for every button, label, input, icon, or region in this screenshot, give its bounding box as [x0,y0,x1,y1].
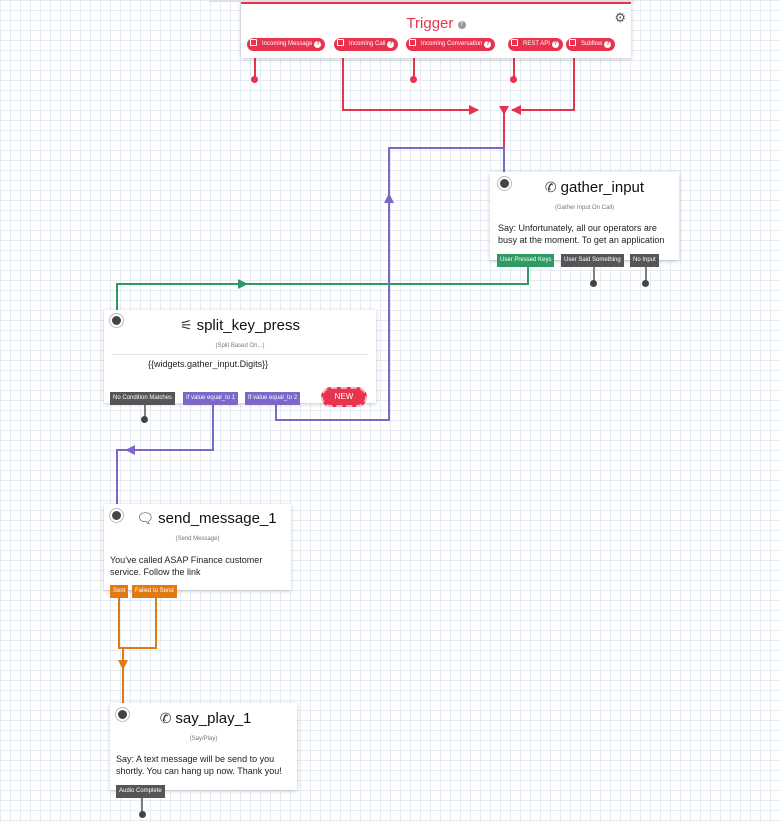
knob-no-condition-matches[interactable] [141,416,148,423]
send-message-1-title: send_message_1 [158,510,277,527]
output-user-said-something[interactable]: User Said Something [561,254,624,267]
send-message-1-widget[interactable]: 🗨send_message_1 (Send Message) You've ca… [104,504,291,590]
widget-title: ✆say_play_1 [110,710,297,727]
gather-input-subtitle: (Gather Input On Call) [554,205,615,211]
trigger-incoming-conversation[interactable]: Incoming Conversation? [406,38,496,51]
gather-input-body: Say: Unfortunately, all our operators ar… [498,223,665,245]
phone-icon: ✆ [544,179,557,195]
split-key-press-title: split_key_press [196,317,300,334]
trigger-knob-rest-api[interactable] [510,76,517,83]
knob-no-input[interactable] [642,280,649,287]
knob-user-said-something[interactable] [590,280,597,287]
knob-audio-complete[interactable] [139,811,146,818]
say-play-1-title: say_play_1 [175,710,252,727]
trigger-event-label: REST API [523,41,550,47]
message-icon: 🗨 [136,510,155,526]
trigger-wires [254,52,575,178]
split-key-press-in-port[interactable] [110,314,123,327]
trigger-event-label: Incoming Message [262,41,313,47]
help-icon[interactable]: ? [457,21,466,29]
output-audio-complete[interactable]: Audio Complete [116,785,165,798]
output-no-condition-matches[interactable]: No Condition Matches [110,392,176,405]
new-button-label: NEW [334,392,354,401]
trigger-rest-api[interactable]: REST API? [508,38,563,51]
say-play-1-subtitle: (Say/Play) [189,736,218,742]
gather-input-widget[interactable]: ✆gather_input (Gather Input On Call) Say… [490,172,679,260]
phone-icon: ✆ [159,710,172,726]
split-key-press-body: {{widgets.gather_input.Digits}} [148,359,269,369]
output-no-input[interactable]: No Input [630,254,659,267]
trigger-knob-incoming-conversation[interactable] [410,76,417,83]
trigger-incoming-call[interactable]: Incoming Call? [334,38,399,51]
trigger-incoming-message[interactable]: Incoming Message? [247,38,326,51]
trigger-event-label: Incoming Call [349,41,386,47]
gear-icon[interactable]: ⚙ [614,10,626,25]
gather-input-in-port[interactable] [498,177,511,190]
send-message-1-in-port[interactable] [110,509,123,522]
trigger-top-bar [209,0,634,2]
trigger-subflow[interactable]: Subflow? [566,38,616,51]
new-transition-button[interactable]: NEW [321,387,367,407]
say-play-1-widget[interactable]: ✆say_play_1 (Say/Play) Say: A text messa… [110,703,297,790]
split-icon: ⚟ [180,317,193,333]
widget-title: 🗨send_message_1 [104,510,291,527]
send-message-1-body: You've called ASAP Finance customer serv… [110,555,263,577]
widget-title: ✆gather_input [490,179,679,196]
divider [112,354,368,355]
output-if-value-equal-to-1[interactable]: If value equal_to 1 [183,392,239,405]
gather-input-title: gather_input [560,179,645,196]
trigger-knob-incoming-message[interactable] [251,76,258,83]
trigger-event-label: Incoming Conversation [421,41,483,47]
split-key-press-subtitle: (Split Based On...) [215,343,265,349]
output-if-value-equal-to-2[interactable]: If value equal_to 2 [245,392,301,405]
trigger-event-label: Subflow [581,41,603,47]
say-play-1-in-port[interactable] [116,708,129,721]
output-failed-to-send[interactable]: Failed to Send [132,585,177,598]
output-sent[interactable]: Sent [110,585,129,598]
send-message-1-subtitle: (Send Message) [175,536,220,542]
trigger-title-text: Trigger [406,15,454,32]
trigger-title: Trigger ? [241,15,631,32]
output-user-pressed-keys[interactable]: User Pressed Keys [497,254,555,267]
say-play-1-body: Say: A text message will be send to you … [116,754,282,776]
widget-title: ⚟split_key_press [104,317,376,334]
